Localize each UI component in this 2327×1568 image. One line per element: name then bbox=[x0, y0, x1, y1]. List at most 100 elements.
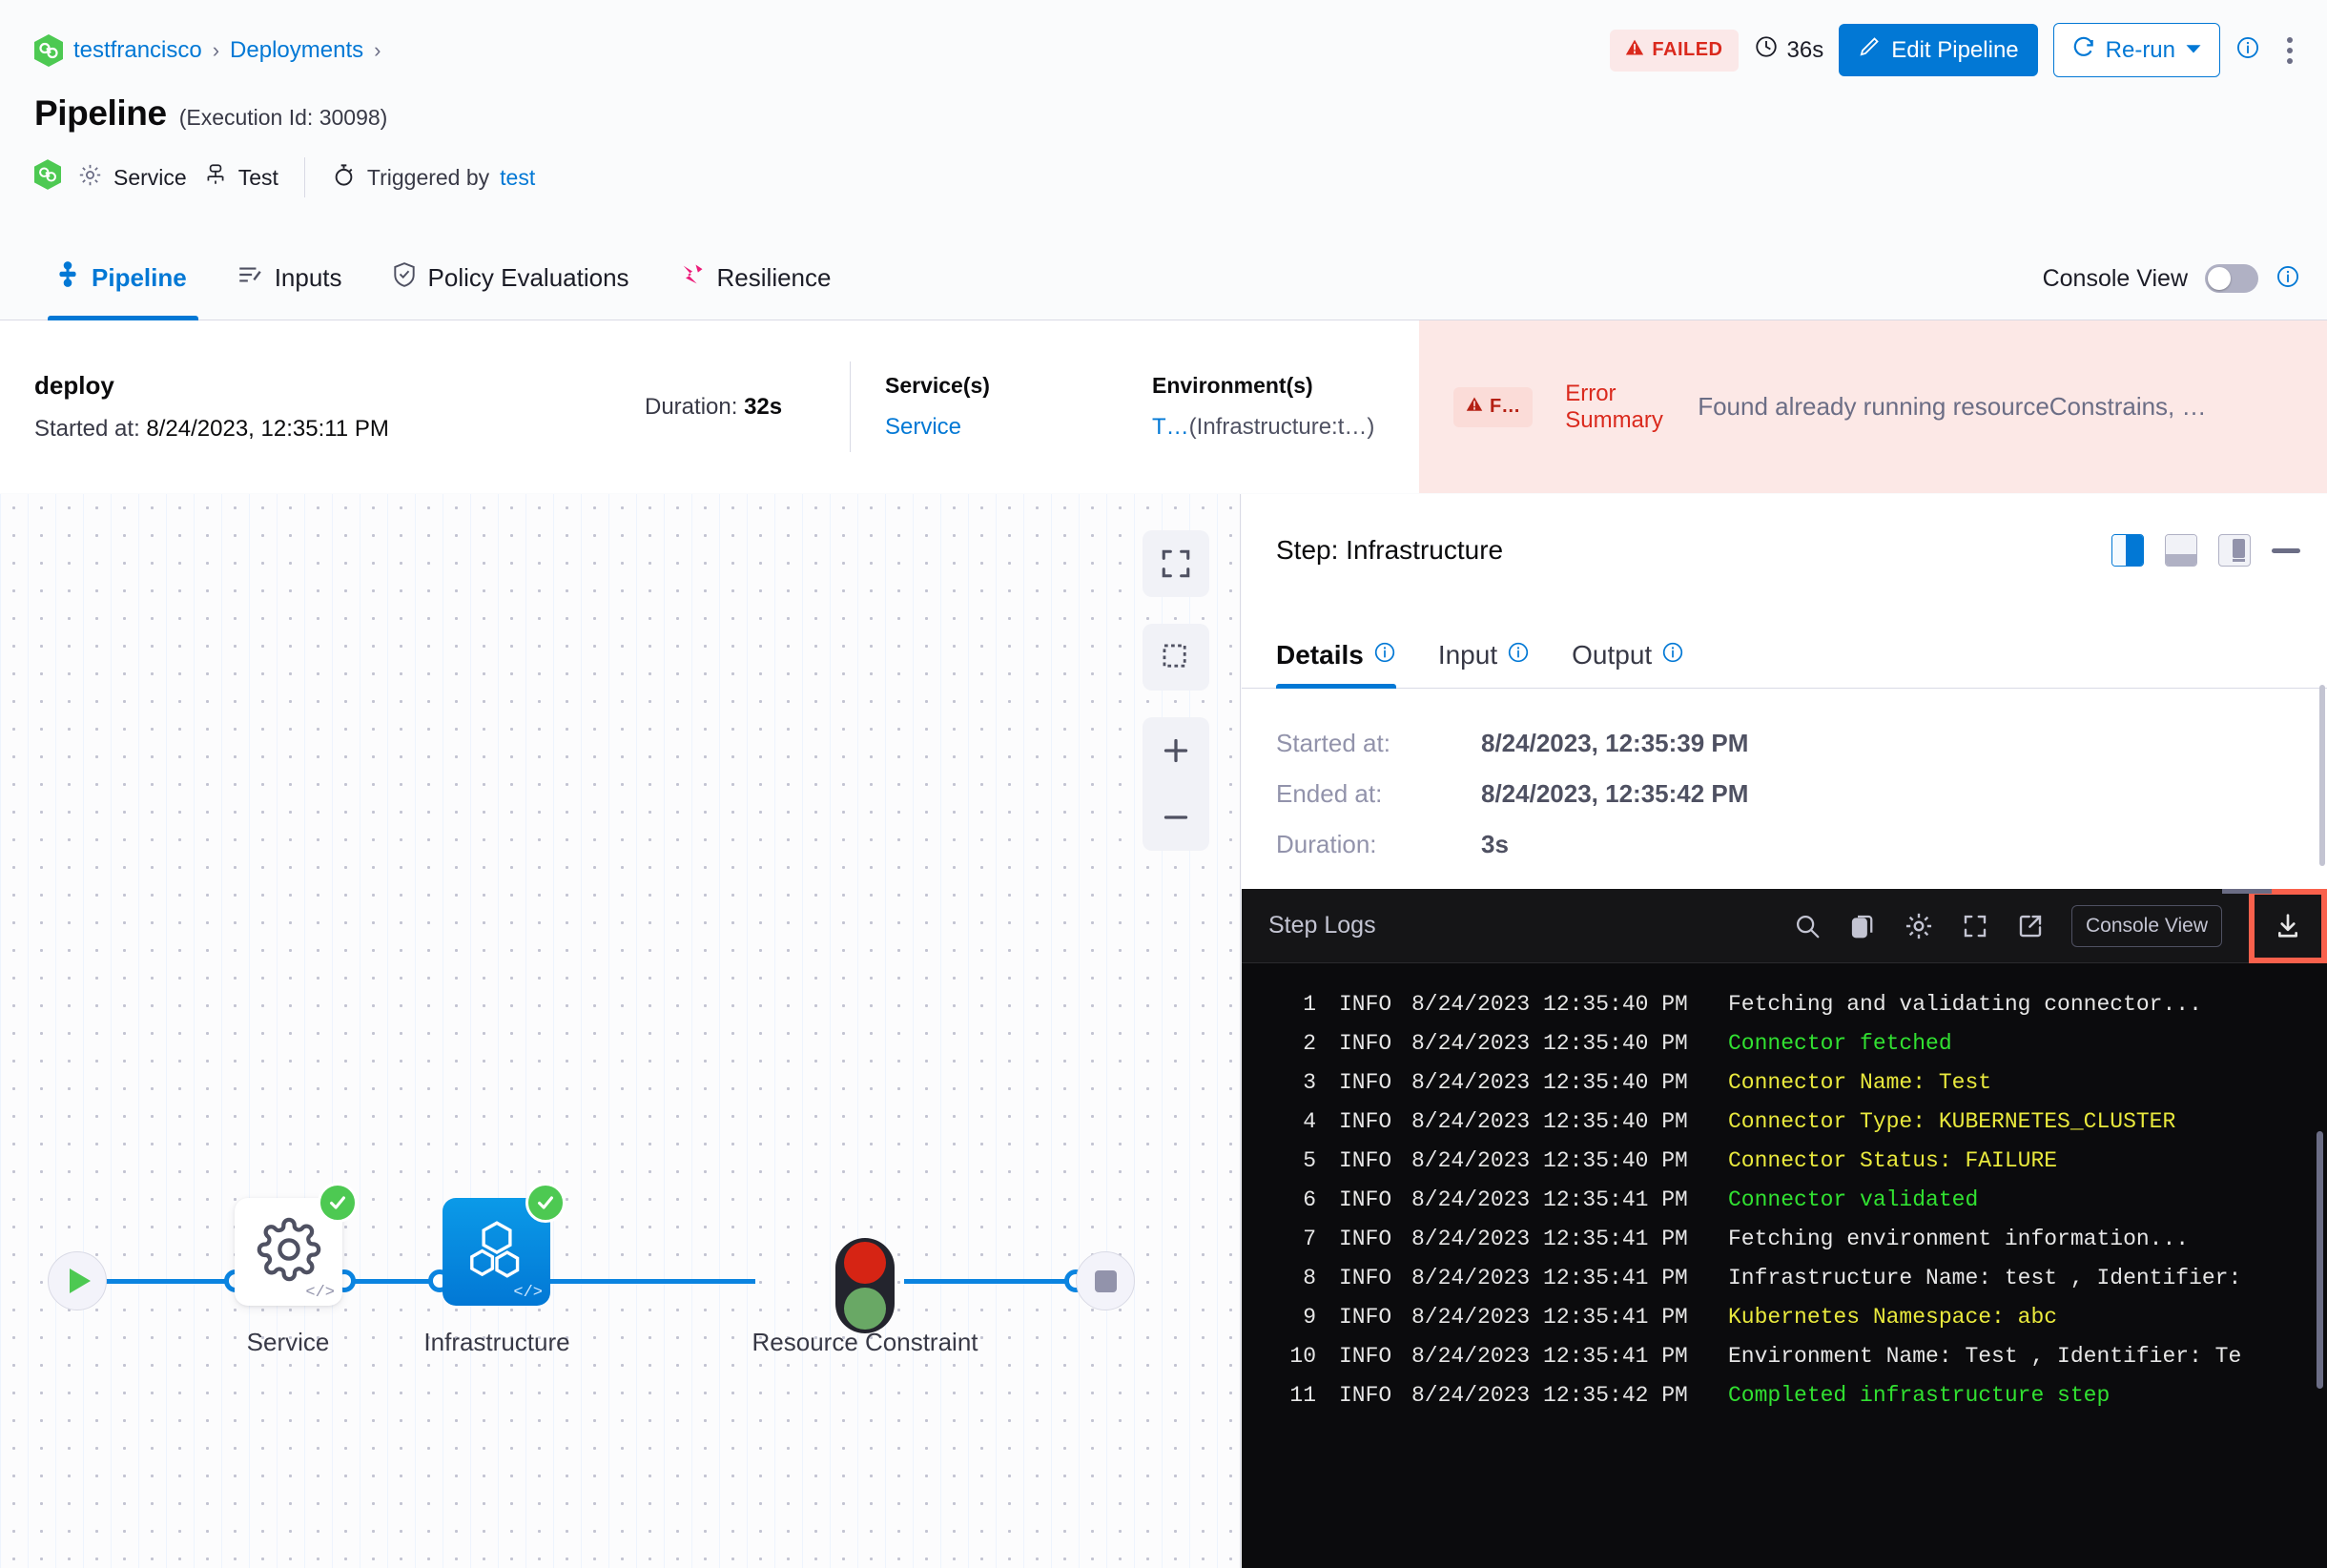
fit-to-screen-button[interactable] bbox=[1143, 530, 1209, 597]
split-bottom-view-button[interactable] bbox=[2165, 534, 2197, 567]
tab-output[interactable]: Output bbox=[1551, 640, 1705, 688]
log-message: Environment Name: Test , Identifier: Te bbox=[1728, 1343, 2242, 1369]
detail-value: 8/24/2023, 12:35:39 PM bbox=[1481, 729, 1749, 757]
service-meta: Service bbox=[77, 162, 187, 194]
output-info-icon[interactable] bbox=[1661, 640, 1684, 671]
step-logs-output[interactable]: 1 INFO 8/24/2023 12:35:40 PM Fetching an… bbox=[1242, 963, 2327, 1568]
details-scrollbar[interactable] bbox=[2319, 685, 2325, 866]
services-column: Service(s) Service bbox=[885, 373, 1152, 441]
tab-pipeline[interactable]: Pipeline bbox=[34, 237, 212, 320]
top-bar: testfrancisco › Deployments › Pipeline (… bbox=[0, 0, 2327, 197]
main-tabs: Pipeline Inputs Policy Evaluations Resil… bbox=[34, 237, 855, 320]
logs-header-scrollbar[interactable] bbox=[2222, 889, 2272, 894]
log-line: 6 INFO 8/24/2023 12:35:41 PM Connector v… bbox=[1242, 1180, 2327, 1219]
log-timestamp: 8/24/2023 12:35:40 PM bbox=[1411, 1030, 1688, 1056]
tab-input-label: Input bbox=[1437, 640, 1498, 670]
tab-output-label: Output bbox=[1572, 640, 1653, 670]
logs-scrollbar[interactable] bbox=[2317, 1131, 2323, 1389]
log-level: INFO bbox=[1339, 1343, 1392, 1369]
error-failed-chip: F… bbox=[1453, 386, 1534, 427]
step-details-header: Step: Infrastructure bbox=[1242, 494, 2327, 607]
console-view-label: Console View bbox=[2042, 264, 2188, 292]
zoom-controls bbox=[1143, 717, 1209, 851]
hexagons-icon bbox=[462, 1214, 532, 1289]
edit-pipeline-button[interactable]: Edit Pipeline bbox=[1839, 24, 2038, 76]
floating-view-button[interactable] bbox=[2218, 534, 2251, 567]
log-line: 5 INFO 8/24/2023 12:35:40 PM Connector S… bbox=[1242, 1141, 2327, 1180]
log-level: INFO bbox=[1339, 1382, 1392, 1408]
re-run-button[interactable]: Re-run bbox=[2052, 23, 2220, 77]
stage-duration-value: 32s bbox=[744, 393, 783, 420]
status-badge: FAILED bbox=[1610, 29, 1739, 72]
rerun-info-icon[interactable] bbox=[2235, 35, 2260, 65]
graph-node-service[interactable]: </> bbox=[235, 1183, 358, 1306]
breadcrumb-deployments-link[interactable]: Deployments bbox=[230, 37, 364, 63]
chevron-down-icon bbox=[2185, 37, 2202, 64]
step-detail-tabs: Details Input Output bbox=[1242, 607, 2327, 689]
page-title: Pipeline bbox=[34, 93, 167, 133]
tab-input[interactable]: Input bbox=[1417, 640, 1551, 688]
download-logs-button[interactable] bbox=[2249, 888, 2327, 963]
console-view-info-icon[interactable] bbox=[2276, 264, 2300, 294]
refresh-icon bbox=[2071, 34, 2096, 66]
services-value[interactable]: Service bbox=[885, 414, 962, 440]
zoom-in-button[interactable] bbox=[1143, 717, 1209, 784]
log-line-number: 5 bbox=[1303, 1147, 1316, 1173]
select-area-button[interactable] bbox=[1143, 624, 1209, 691]
log-level: INFO bbox=[1339, 1030, 1392, 1056]
details-info-icon[interactable] bbox=[1373, 640, 1396, 671]
canvas-tools bbox=[1143, 530, 1209, 851]
log-level: INFO bbox=[1339, 1186, 1392, 1212]
log-line-number: 1 bbox=[1303, 991, 1316, 1017]
log-line: 1 INFO 8/24/2023 12:35:40 PM Fetching an… bbox=[1242, 984, 2327, 1023]
console-view-toggle[interactable] bbox=[2205, 264, 2258, 293]
log-timestamp: 8/24/2023 12:35:41 PM bbox=[1411, 1343, 1688, 1369]
step-details-panel: Step: Infrastructure Details Input bbox=[1242, 494, 2327, 1568]
fullscreen-logs-icon[interactable] bbox=[1961, 912, 1989, 940]
open-external-logs-icon[interactable] bbox=[2016, 912, 2045, 940]
status-badge-label: FAILED bbox=[1652, 39, 1723, 60]
graph-node-resource-constraint[interactable] bbox=[835, 1238, 895, 1333]
minimize-panel-button[interactable] bbox=[2272, 547, 2300, 553]
graph-start-node[interactable] bbox=[48, 1251, 107, 1310]
log-settings-gear-icon[interactable] bbox=[1904, 911, 1934, 941]
graph-end-node[interactable] bbox=[1076, 1251, 1135, 1310]
zoom-out-button[interactable] bbox=[1143, 784, 1209, 851]
log-timestamp: 8/24/2023 12:35:41 PM bbox=[1411, 1304, 1688, 1330]
tab-resilience[interactable]: Resilience bbox=[654, 237, 856, 320]
tab-details[interactable]: Details bbox=[1276, 640, 1417, 689]
step-logs-panel: Step Logs bbox=[1242, 888, 2327, 1568]
log-message: Fetching environment information... bbox=[1728, 1226, 2190, 1251]
triggered-by-user[interactable]: test bbox=[500, 164, 536, 190]
detail-row: Started at: 8/24/2023, 12:35:39 PM bbox=[1276, 729, 2293, 758]
breadcrumb-project-link[interactable]: testfrancisco bbox=[73, 37, 202, 63]
environments-infra: (Infrastructure:t…) bbox=[1188, 414, 1375, 440]
environment-meta: Test bbox=[203, 162, 278, 193]
page-title-row: Pipeline (Execution Id: 30098) bbox=[34, 93, 387, 134]
logs-console-view-button[interactable]: Console View bbox=[2070, 904, 2222, 947]
environment-icon bbox=[203, 162, 228, 193]
edge-start-service bbox=[92, 1279, 225, 1284]
log-line-number: 9 bbox=[1303, 1304, 1316, 1330]
success-check-icon bbox=[525, 1183, 566, 1223]
tab-inputs[interactable]: Inputs bbox=[212, 237, 367, 320]
detail-key: Started at: bbox=[1276, 729, 1390, 757]
execution-duration-value: 36s bbox=[1786, 36, 1824, 63]
environments-value[interactable]: T…(Infrastructure:t…) bbox=[1152, 414, 1419, 441]
stage-summary-left: deploy Started at: 8/24/2023, 12:35:11 P… bbox=[0, 320, 1419, 493]
log-level: INFO bbox=[1339, 1108, 1392, 1134]
panel-view-controls bbox=[2111, 534, 2300, 567]
more-options-button[interactable] bbox=[2276, 31, 2304, 70]
tab-policy-evaluations-label: Policy Evaluations bbox=[427, 263, 629, 292]
triggered-by-label: Triggered by bbox=[366, 164, 490, 190]
split-right-view-button[interactable] bbox=[2111, 534, 2144, 567]
detail-value: 3s bbox=[1481, 830, 1509, 858]
log-level: INFO bbox=[1339, 991, 1392, 1017]
copy-logs-icon[interactable] bbox=[1848, 912, 1877, 940]
input-info-icon[interactable] bbox=[1507, 640, 1530, 671]
graph-node-infrastructure[interactable]: </> bbox=[443, 1183, 566, 1306]
traffic-light-green-icon bbox=[844, 1288, 886, 1330]
search-logs-icon[interactable] bbox=[1793, 912, 1822, 940]
tab-policy-evaluations[interactable]: Policy Evaluations bbox=[367, 237, 654, 320]
pipeline-graph-canvas[interactable]: </> Service </> Infrastructure Resource … bbox=[0, 494, 1241, 1568]
